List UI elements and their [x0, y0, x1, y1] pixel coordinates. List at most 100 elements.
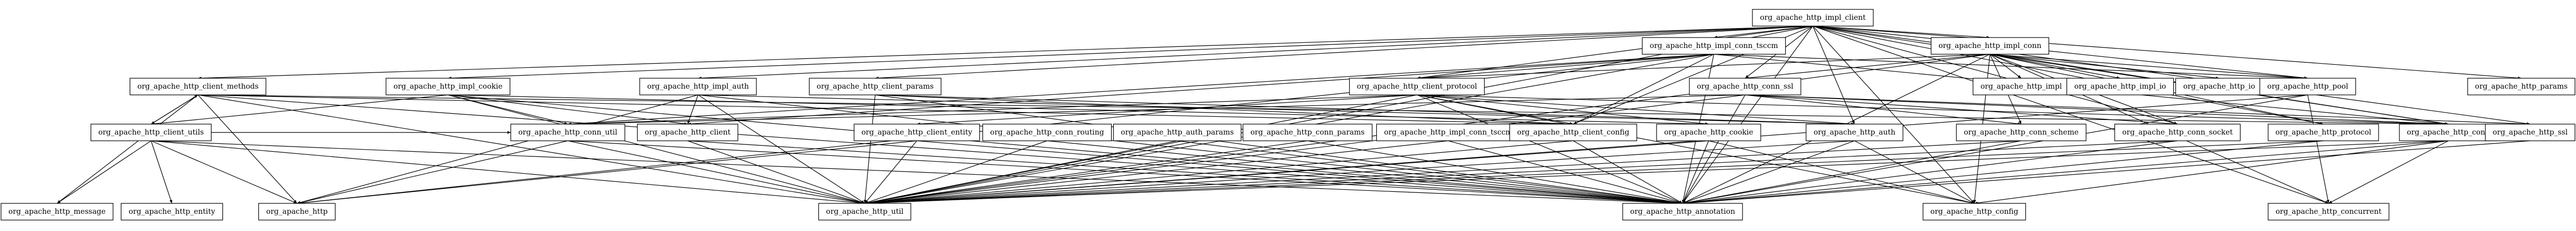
package-node-box — [1931, 37, 2049, 55]
package-node-box — [1113, 124, 1242, 141]
package-node-label: org_apache_http_impl — [1981, 82, 2062, 91]
package-node-client-protocol: org_apache_http_client_protocol — [1349, 78, 1485, 95]
package-node-box — [1641, 37, 1786, 55]
dependency-edge — [864, 94, 1417, 204]
package-node-conn-ssl: org_apache_http_conn_ssl — [1689, 78, 1801, 95]
package-node-box — [2485, 124, 2575, 141]
dependency-edge — [1416, 94, 1683, 204]
package-node-label: org_apache_http_util — [826, 208, 904, 216]
dependency-edge — [864, 140, 1048, 204]
dependency-edge — [864, 94, 2308, 204]
package-node-conn-scheme: org_apache_http_conn_scheme — [1956, 124, 2087, 141]
dependency-edge — [1682, 140, 2324, 204]
package-node-label: org_apache_http_conn_scheme — [1964, 128, 2079, 137]
dependency-edge — [1745, 94, 2022, 125]
dependency-edge — [864, 140, 1449, 204]
package-node-conn-routing: org_apache_http_conn_routing — [982, 124, 1112, 141]
dependency-edge — [151, 140, 865, 204]
dependency-arrowhead — [169, 200, 172, 203]
dependency-edge — [151, 94, 449, 125]
package-node-label: org_apache_http_client_entity — [862, 128, 973, 137]
dependency-edge — [1854, 140, 1975, 204]
dependency-arrowhead — [1851, 120, 1855, 124]
package-node-label: org_apache_http_auth — [1813, 128, 1895, 137]
package-node-label: org_apache_http_impl_client — [1760, 14, 1865, 22]
package-node-pool: org_apache_http_pool — [2259, 78, 2356, 95]
package-node-conn-util: org_apache_http_conn_util — [510, 124, 626, 141]
package-node-label: org_apache_http_client_params — [817, 82, 934, 91]
dependency-edge — [1812, 26, 2329, 204]
package-node-impl-cookie: org_apache_http_impl_cookie — [385, 78, 511, 95]
package-node-label: org_apache_http_conn_socket — [2122, 128, 2233, 137]
dependency-edge — [151, 94, 198, 125]
package-node-annotation: org_apache_http_annotation — [1622, 203, 1743, 221]
dependency-edges — [57, 26, 2531, 205]
package-node-box — [2259, 78, 2356, 95]
package-node-box — [385, 78, 511, 95]
package-node-label: org_apache_http_conn_routing — [990, 128, 1104, 137]
package-node-impl: org_apache_http_impl — [1972, 78, 2070, 95]
package-node-box — [258, 203, 336, 221]
package-node-box — [982, 124, 1112, 141]
dependency-edge — [875, 26, 1813, 79]
package-node-label: org_apache_http_client_config — [1517, 128, 1629, 137]
dependency-edge — [1416, 94, 1709, 125]
dependency-edge — [57, 140, 152, 204]
dependency-edge — [864, 140, 1308, 204]
dependency-edge — [1989, 54, 2121, 79]
package-node-label: org_apache_http_message — [8, 208, 106, 216]
dependency-edge — [567, 140, 865, 204]
package-node-box — [1509, 124, 1637, 141]
dependency-arrowhead — [2325, 200, 2329, 203]
dependency-edge — [1682, 94, 2308, 204]
dependency-edge — [447, 94, 1683, 204]
package-node-cookie: org_apache_http_cookie — [1656, 124, 1761, 141]
dependency-arrowhead — [861, 201, 865, 204]
dependency-edge — [698, 94, 865, 204]
dependency-edge — [151, 140, 297, 204]
package-node-conn-socket: org_apache_http_conn_socket — [2114, 124, 2241, 141]
package-node-box — [808, 78, 942, 95]
dependency-edge — [1989, 54, 2022, 79]
dependency-edge — [567, 140, 1683, 204]
dependency-edge — [1745, 94, 2449, 125]
dependency-edge — [1812, 26, 2522, 79]
dependency-edge — [1745, 54, 1990, 79]
dependency-arrowhead — [2018, 75, 2021, 78]
dependency-edge — [1682, 94, 1746, 204]
package-node-box — [120, 203, 223, 221]
dependency-edge — [447, 26, 1813, 79]
dependency-edge — [1416, 94, 1975, 204]
dependency-edge — [864, 140, 2449, 204]
dependency-arrowhead — [865, 200, 868, 203]
dependency-edge — [864, 140, 1855, 204]
package-node-box — [1349, 78, 1485, 95]
package-node-config: org_apache_http_config — [1922, 203, 2026, 221]
dependency-edge — [1416, 26, 1813, 79]
package-node-label: org_apache_http_client_methods — [138, 82, 259, 91]
dependency-edge — [296, 140, 568, 204]
dependency-edge — [1812, 26, 2324, 125]
dependency-edge — [1448, 140, 1683, 204]
dependency-edge — [1307, 140, 1683, 204]
dependency-edge — [296, 140, 917, 204]
package-node-label: org_apache_http_auth_params — [1121, 128, 1234, 137]
dependency-edge — [1047, 140, 1683, 204]
dependency-edge — [567, 94, 1746, 125]
dependency-edge — [151, 140, 1683, 204]
package-node-label: org_apache_http_impl_conn — [1938, 42, 2042, 50]
dependency-arrowhead — [1973, 200, 1976, 203]
package-node-box — [129, 78, 267, 95]
package-node-label: org_apache_http_impl_io — [2074, 82, 2166, 91]
dependency-edge — [1745, 94, 2178, 125]
dependency-edge — [2328, 140, 2449, 204]
package-node-http: org_apache_http — [258, 203, 336, 221]
dependency-edge — [151, 140, 172, 204]
package-node-box — [90, 124, 212, 141]
package-node-box — [637, 124, 739, 141]
dependency-arrowhead — [1971, 200, 1974, 203]
package-node-label: org_apache_http_conn — [2407, 128, 2490, 137]
package-node-box — [1752, 9, 1874, 27]
package-node-entity: org_apache_http_entity — [120, 203, 223, 221]
dependency-arrowhead — [2326, 200, 2330, 203]
